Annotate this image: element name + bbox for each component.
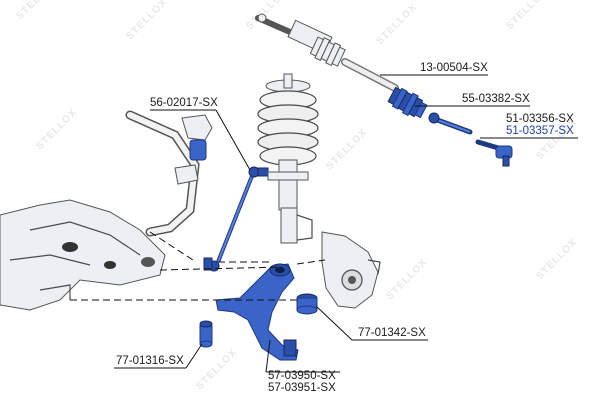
watermark-text: STELLOX [194,347,239,392]
steering-rack [255,13,399,92]
watermark-text: STELLOX [34,107,79,152]
watermark-text: STELLOX [374,2,419,47]
part-label-55-03382[interactable]: 55-03382-SX [462,93,530,105]
part-label-77-01342[interactable]: 77-01342-SX [358,327,426,339]
assembly-lines [70,231,326,301]
inner-tie-rod [428,112,473,135]
steering-knuckle [321,231,381,309]
watermark-text: STELLOX [534,237,579,282]
lower-control-arm [215,263,299,361]
part-labels: 13-00504-SX 55-03382-SX 51-03356-SX 51-0… [116,62,574,394]
stabilizer-bar [125,110,213,237]
subframe-hole [62,242,78,252]
watermark-text: STELLOX [14,0,59,22]
part-label-13-00504[interactable]: 13-00504-SX [420,62,488,74]
watermark-text: STELLOX [324,127,369,172]
strut-assembly [257,73,319,244]
stabilizer-link [203,166,269,272]
subframe-hole [141,257,155,267]
rear-bushing [199,320,213,348]
part-label-56-02017[interactable]: 56-02017-SX [150,97,218,109]
part-label-51-03357[interactable]: 51-03357-SX [506,125,574,137]
watermark-text: STELLOX [384,257,429,302]
part-label-57-03951[interactable]: 57-03951-SX [268,382,336,394]
subframe-hole [104,261,116,269]
stabilizer-bushing [189,139,207,161]
subframe [0,199,166,311]
watermark-text: STELLOX [124,0,169,42]
watermark-text: STELLOX [504,0,549,32]
part-label-77-01316[interactable]: 77-01316-SX [116,355,184,367]
tie-rod-end [475,139,513,167]
part-label-57-03950[interactable]: 57-03950-SX [268,370,336,382]
part-label-51-03356[interactable]: 51-03356-SX [506,113,574,125]
control-arm-bushing [296,293,318,315]
leader-lines [114,74,578,373]
